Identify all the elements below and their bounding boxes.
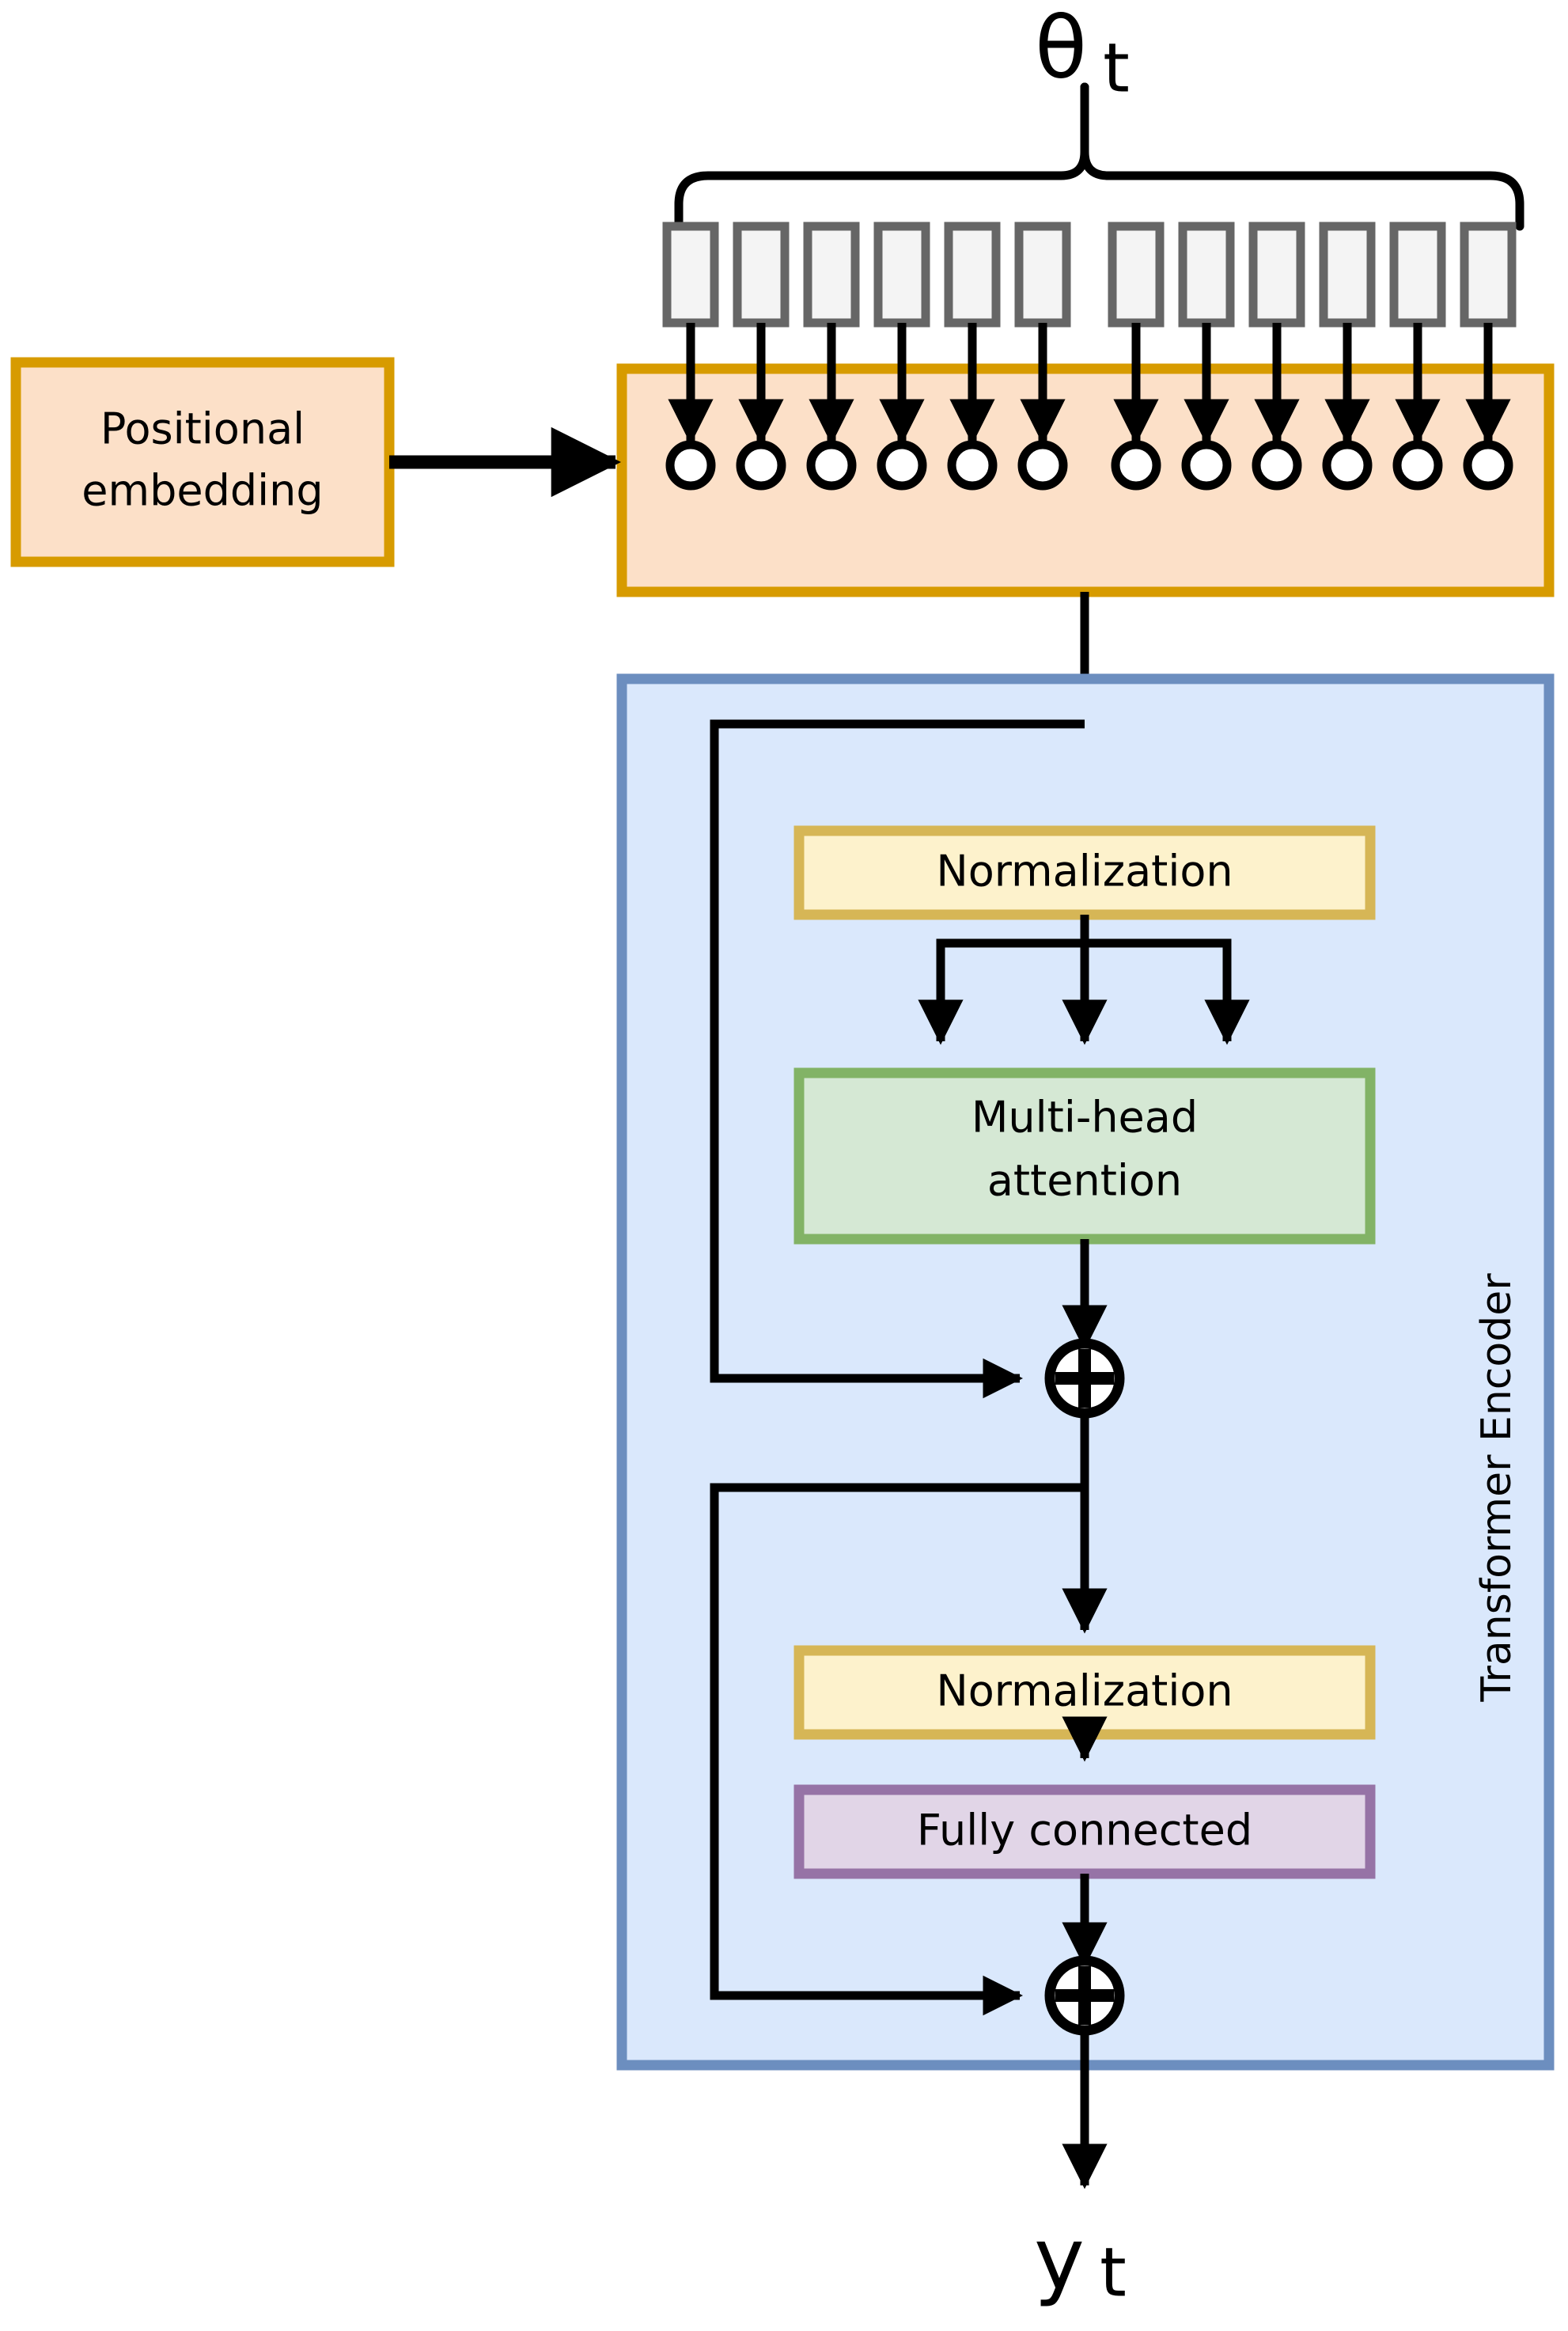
- embedding-circle: [1111, 440, 1161, 491]
- embedding-circle: [1322, 440, 1373, 491]
- token-rect: [944, 222, 1001, 328]
- transformer-encoder-label: Transformer Encoder: [1473, 1273, 1521, 1703]
- token-rect: [662, 222, 719, 328]
- embedding-circle: [1017, 440, 1068, 491]
- token-rectangles: [662, 222, 1517, 328]
- normalization-label-2: Normalization: [936, 1666, 1233, 1716]
- token-rect: [873, 222, 930, 328]
- token-rect: [1178, 222, 1235, 328]
- token-to-embedding-arrows: [668, 323, 1511, 445]
- embedding-circle: [947, 440, 998, 491]
- positional-embedding-label-line1: Positional: [100, 404, 305, 454]
- token-rect: [1248, 222, 1305, 328]
- embedding-circle: [806, 440, 857, 491]
- token-rect: [1460, 222, 1517, 328]
- input-theta-symbol: θ: [1035, 0, 1087, 98]
- output-label-group: y t: [1034, 2210, 1127, 2313]
- residual-add-1: [1044, 1338, 1125, 1419]
- embedding-circle: [877, 440, 927, 491]
- input-t-subscript: t: [1103, 28, 1130, 108]
- output-y-symbol: y: [1034, 2210, 1085, 2309]
- multi-head-attention-label-line1: Multi-head: [971, 1093, 1198, 1143]
- qkv-branch-arrows: [918, 915, 1250, 1045]
- input-label-group: θ t: [1035, 0, 1130, 108]
- token-rect: [1014, 222, 1071, 328]
- residual-connection-1: [710, 719, 1085, 1399]
- embedding-circle: [1181, 440, 1232, 491]
- embedding-circle: [665, 440, 716, 491]
- embedding-circles: [665, 440, 1513, 491]
- token-rect: [803, 222, 860, 328]
- embedding-circle: [1463, 440, 1513, 491]
- multi-head-attention-label-line2: attention: [987, 1156, 1182, 1206]
- normalization-label-1: Normalization: [936, 847, 1233, 896]
- embedding-circle: [1252, 440, 1302, 491]
- fully-connected-label: Fully connected: [917, 1806, 1252, 1855]
- positional-embedding-box: [10, 357, 395, 567]
- token-rect: [1389, 222, 1446, 328]
- token-rect: [1319, 222, 1376, 328]
- embedding-circle: [736, 440, 786, 491]
- token-rect: [1108, 222, 1165, 328]
- token-group-brace: [674, 82, 1524, 231]
- positional-embedding-label-line2: embedding: [81, 466, 323, 516]
- output-t-subscript: t: [1100, 2233, 1127, 2312]
- embedding-circle: [1392, 440, 1443, 491]
- token-rect: [733, 222, 790, 328]
- residual-connection-2: [710, 1483, 1085, 2016]
- residual-add-2: [1044, 1955, 1125, 2036]
